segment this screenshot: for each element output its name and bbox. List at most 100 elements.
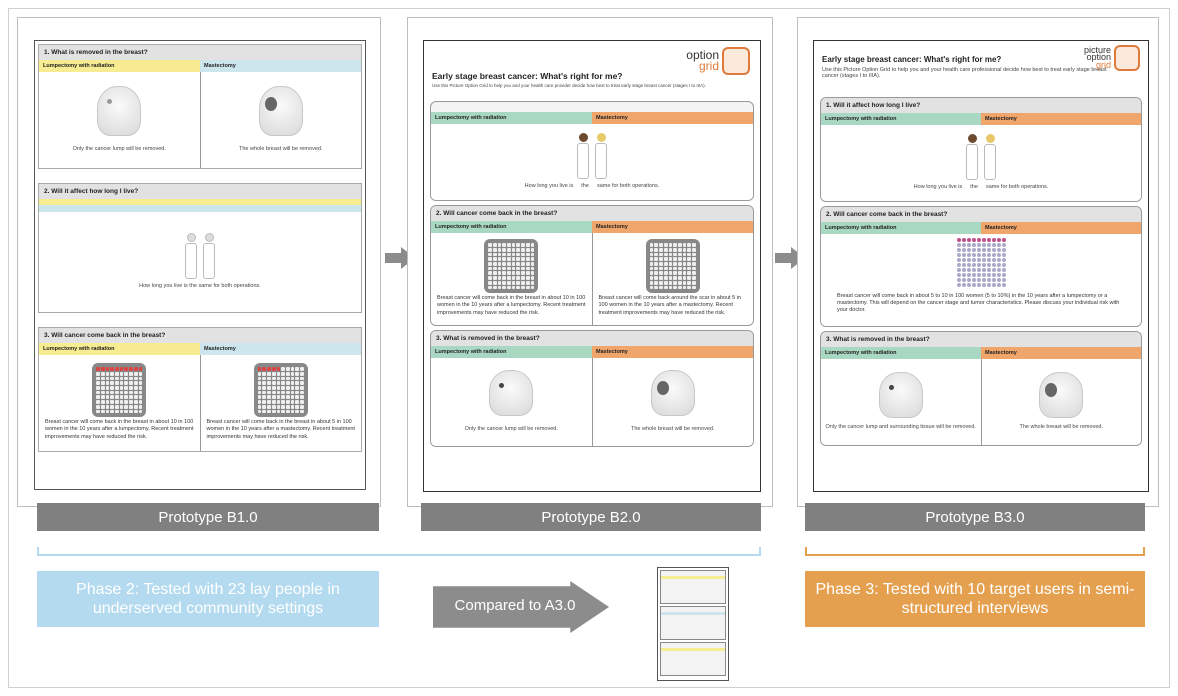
arrow-right-icon xyxy=(385,253,401,263)
pictogram-cell xyxy=(649,280,654,285)
pictogram-cell xyxy=(659,280,663,285)
pictogram-cell xyxy=(115,376,119,381)
pictogram-cell xyxy=(511,262,516,266)
pictogram-dot xyxy=(1001,253,1006,257)
b1-q2-caption: How long you live is the same for both o… xyxy=(139,283,261,290)
pictogram-dot xyxy=(1001,273,1006,277)
pictogram-cell xyxy=(668,280,673,285)
pictogram-cell xyxy=(511,243,516,247)
pictogram-cell xyxy=(124,367,129,371)
b2-q2-caption-b: Breast cancer will come back around the … xyxy=(598,295,741,316)
pictogram-cell xyxy=(285,395,290,400)
b2-q1-option-a: Lumpectomy with radiation xyxy=(431,112,592,124)
pictogram-dot xyxy=(986,248,991,252)
pictogram-dot xyxy=(976,253,981,257)
pictogram-cell xyxy=(492,266,497,271)
phase3-bracket xyxy=(805,547,1145,556)
pictogram-cell xyxy=(119,371,124,376)
pictogram-cell xyxy=(488,257,492,262)
pictogram-cell xyxy=(281,381,285,386)
b2-q3-option-b: Mastectomy xyxy=(592,346,753,358)
b1-q1-title: 1. What is removed in the breast? xyxy=(39,45,361,60)
pictogram-cell xyxy=(659,262,663,266)
pictogram-cell xyxy=(257,400,262,404)
pictogram-dot xyxy=(996,263,1001,267)
pictogram-cell xyxy=(96,409,100,414)
pictogram-cell xyxy=(257,409,262,414)
pictogram-dot xyxy=(976,268,981,272)
pictogram-cell xyxy=(295,395,300,400)
b3-q1-caption-mid: the xyxy=(970,184,978,191)
pictogram-cell xyxy=(654,252,659,257)
pictogram-cell xyxy=(119,400,124,404)
pictogram-cell xyxy=(687,262,692,266)
pictogram-cell xyxy=(687,276,692,280)
pictogram-cell xyxy=(502,276,507,280)
b3-section-1: 1. Will it affect how long I live? Lumpe… xyxy=(820,97,1142,202)
pictogram-cell xyxy=(516,271,521,276)
pictogram-cell xyxy=(663,285,668,290)
pictogram-cell xyxy=(257,376,262,381)
pictogram-cell xyxy=(267,409,271,414)
pictogram-cell xyxy=(119,404,124,409)
pictogram-cell xyxy=(129,409,133,414)
pictogram-cell xyxy=(673,271,677,276)
pictogram-dot xyxy=(976,258,981,262)
pictogram-cell xyxy=(100,395,105,400)
pictogram-cell xyxy=(285,376,290,381)
torso-mastectomy-illustration xyxy=(650,370,695,417)
pictogram-cell xyxy=(530,285,535,290)
pictogram-cell xyxy=(525,285,530,290)
pictogram-dot xyxy=(986,243,991,247)
pictogram-cell xyxy=(262,386,267,390)
pictogram-dot xyxy=(996,273,1001,277)
pictogram-cell xyxy=(488,247,492,252)
pictogram-cell xyxy=(682,271,687,276)
pictogram-cell xyxy=(100,386,105,390)
pictogram-dot xyxy=(986,273,991,277)
pictogram-dot xyxy=(986,253,991,257)
pictogram-cell xyxy=(682,266,687,271)
pictogram-cell xyxy=(673,266,677,271)
pictogram-cell xyxy=(295,404,300,409)
pictogram-cell xyxy=(659,266,663,271)
pictogram-dot xyxy=(956,273,961,277)
pictogram-cell xyxy=(511,285,516,290)
pictogram-cell xyxy=(110,404,115,409)
pictogram-cell xyxy=(115,386,119,390)
pictogram-cell xyxy=(687,285,692,290)
pictogram-cell xyxy=(300,400,304,404)
prototype-a3-thumbnail xyxy=(657,567,729,681)
pictogram-dot xyxy=(971,238,976,242)
pictogram-dot xyxy=(971,243,976,247)
pictogram-cell xyxy=(119,409,124,414)
pictogram-cell xyxy=(290,386,295,390)
pictogram-cell xyxy=(488,252,492,257)
pictogram-dot xyxy=(971,263,976,267)
pictogram-dot xyxy=(966,278,971,282)
pictogram-cell xyxy=(663,266,668,271)
pictogram-cell xyxy=(668,271,673,276)
pictogram-cell xyxy=(692,247,696,252)
pictogram-cell xyxy=(295,381,300,386)
pictogram-cell xyxy=(105,409,110,414)
pictogram-cell xyxy=(138,404,143,409)
pictogram-cell xyxy=(267,381,271,386)
pictogram-cell xyxy=(119,381,124,386)
pictogram-cell xyxy=(682,257,687,262)
b1-q3-caption-a: Breast cancer will come back in the brea… xyxy=(45,419,194,440)
pictogram-cell xyxy=(290,409,295,414)
pictogram-cell xyxy=(138,371,143,376)
pictogram-dot xyxy=(956,268,961,272)
pictogram-cell xyxy=(105,404,110,409)
pictogram-cell xyxy=(100,367,105,371)
pictogram-dot xyxy=(966,283,971,287)
pictogram-cell xyxy=(654,271,659,276)
b2-q3-title: 3. What is removed in the breast? xyxy=(431,331,753,346)
pictogram-cell xyxy=(516,266,521,271)
pictogram-cell xyxy=(129,381,133,386)
pictogram-dot xyxy=(1001,283,1006,287)
pictogram-cell xyxy=(271,400,276,404)
pictogram-cell xyxy=(105,376,110,381)
pictogram-cell xyxy=(488,276,492,280)
